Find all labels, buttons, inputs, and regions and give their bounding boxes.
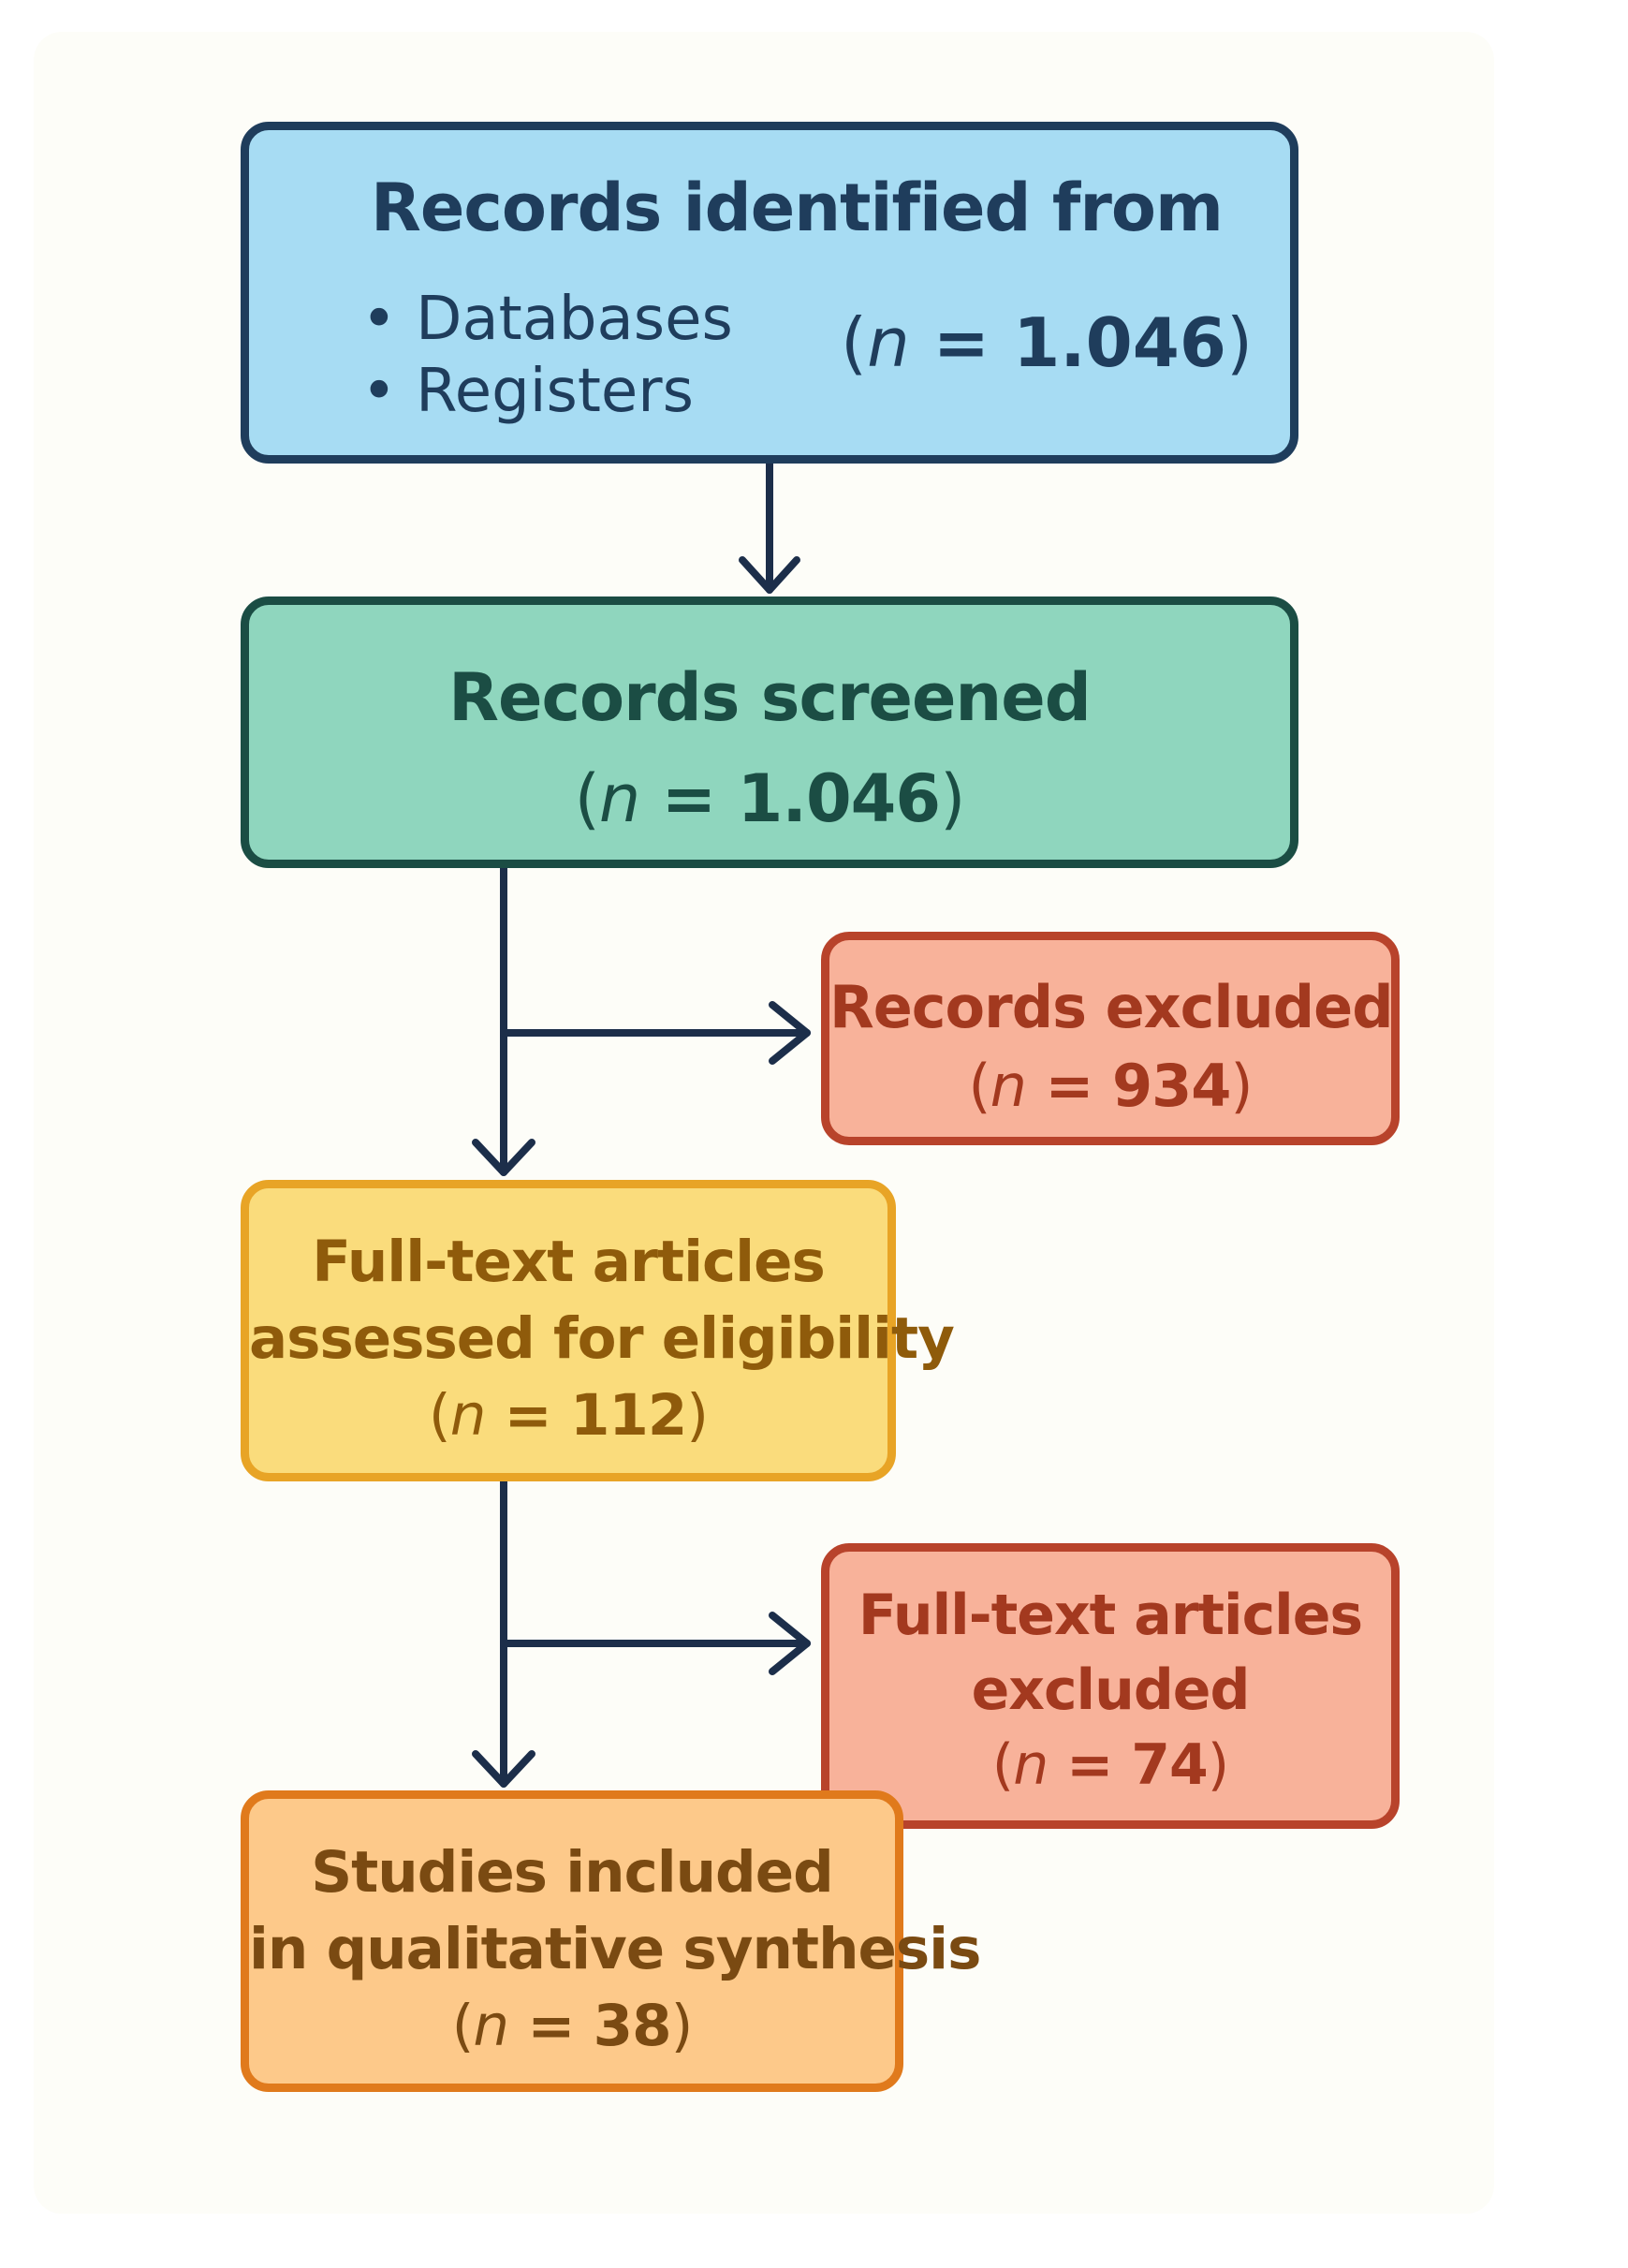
arrowhead-records-excluded xyxy=(769,1001,811,1065)
arrowhead-fulltext-excluded xyxy=(769,1612,811,1675)
studies-included-box: Studies included in qualitative synthesi… xyxy=(241,1790,981,2092)
arrowhead-assessed xyxy=(472,1139,535,1176)
studies-included-count: (n = 38) xyxy=(451,1993,694,2059)
studies-included-title-line-2: in qualitative synthesis xyxy=(249,1916,981,1982)
records-screened-title: Records screened xyxy=(448,659,1092,736)
source-registers: • Registers xyxy=(361,357,694,426)
records-excluded-count: (n = 934) xyxy=(968,1052,1253,1120)
fulltext-excluded-title-line-2: excluded xyxy=(971,1657,1251,1723)
records-screened-count: (n = 1.046) xyxy=(574,760,966,837)
fulltext-excluded-box: Full-text articles excluded (n = 74) xyxy=(821,1543,1400,1829)
records-identified-count: (n = 1.046) xyxy=(841,303,1254,382)
records-identified-box: Records identified from • Databases • Re… xyxy=(241,122,1298,464)
fulltext-excluded-title-line-1: Full-text articles xyxy=(858,1583,1363,1648)
records-excluded-box: Records excluded (n = 934) xyxy=(821,932,1400,1145)
studies-included-title-line-1: Studies included xyxy=(311,1839,834,1906)
records-screened-box: Records screened (n = 1.046) xyxy=(241,596,1298,868)
records-excluded-title: Records excluded xyxy=(829,973,1394,1041)
fulltext-assessed-box: Full-text articles assessed for eligibil… xyxy=(241,1180,955,1481)
source-databases: • Databases xyxy=(361,285,733,354)
arrowhead-included xyxy=(472,1750,535,1788)
records-identified-title: Records identified from xyxy=(371,169,1224,246)
fulltext-assessed-count: (n = 112) xyxy=(428,1382,709,1449)
fulltext-assessed-title-line-1: Full-text articles xyxy=(312,1229,826,1295)
arrowhead-screened xyxy=(739,556,800,594)
fulltext-assessed-title-line-2: assessed for eligibility xyxy=(249,1305,955,1372)
fulltext-excluded-count: (n = 74) xyxy=(991,1732,1229,1798)
